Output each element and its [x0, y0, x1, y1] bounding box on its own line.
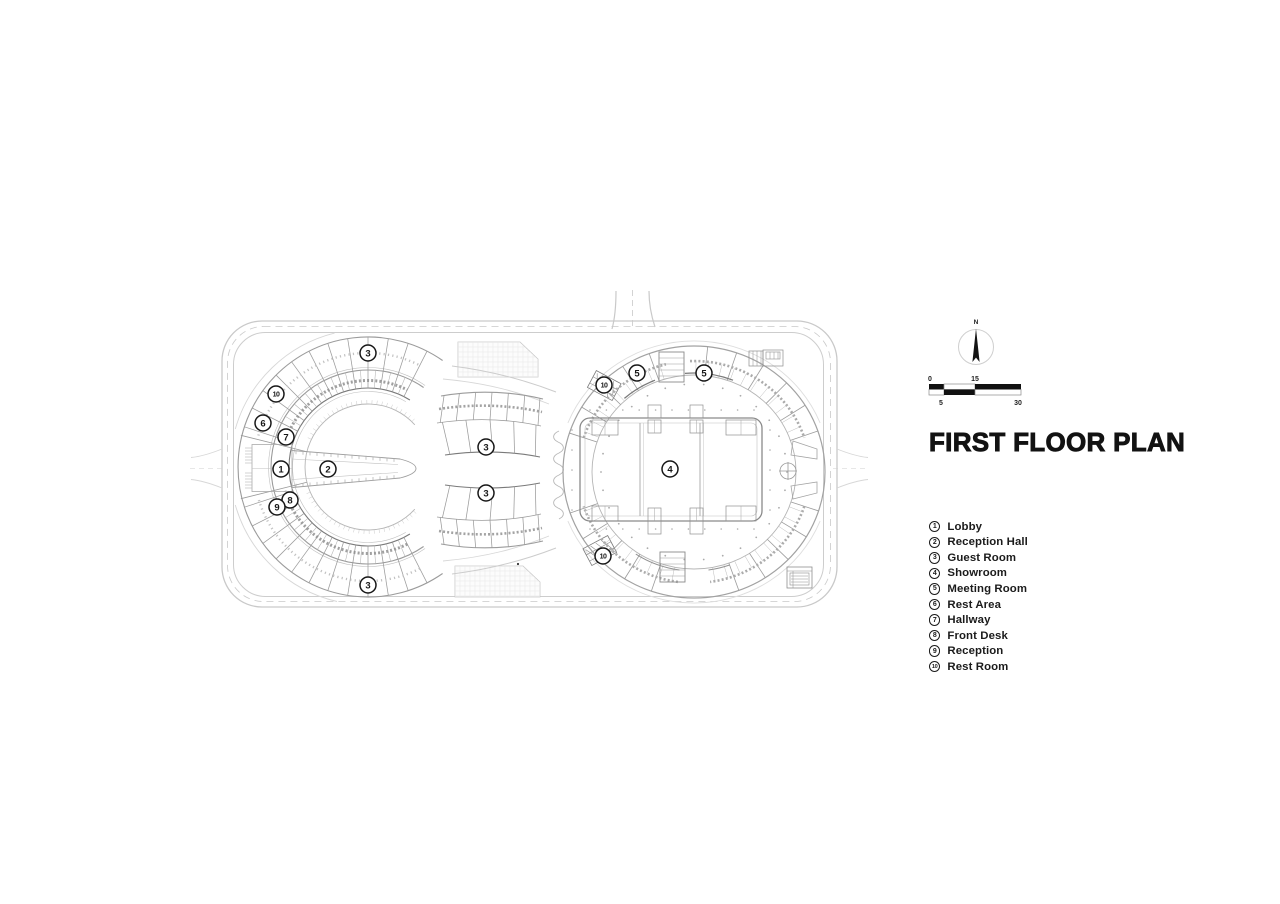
- svg-text:8: 8: [287, 495, 292, 506]
- legend-item-number: 4: [929, 567, 941, 580]
- plan-marker-5: 5: [695, 364, 713, 382]
- scale-segment: [974, 389, 1022, 396]
- north-needle-icon: [972, 328, 980, 362]
- plan-marker-1: 1: [272, 460, 290, 478]
- svg-text:3: 3: [483, 488, 488, 499]
- legend-item: 10 Rest Room: [929, 659, 1028, 675]
- legend-item-label: Reception Hall: [947, 536, 1028, 549]
- legend-item-label: Reception: [947, 645, 1004, 658]
- legend-item-number: 7: [929, 614, 941, 626]
- legend-item-label: Rest Room: [947, 660, 1009, 673]
- legend-item-number: 8: [929, 629, 941, 642]
- plan-marker-7: 7: [277, 428, 295, 446]
- plan-marker-10: 10: [267, 385, 285, 403]
- legend-item: 1 Lobby: [929, 519, 1028, 535]
- legend-item-label: Rest Area: [947, 598, 1002, 611]
- legend-item-number: 1: [929, 521, 941, 533]
- legend-item-label: Guest Room: [947, 551, 1017, 564]
- svg-text:10: 10: [273, 392, 280, 399]
- svg-text:1: 1: [278, 464, 284, 475]
- svg-text:2: 2: [325, 464, 330, 475]
- legend-item-label: Front Desk: [947, 629, 1008, 642]
- scale-tick-5: 5: [939, 400, 943, 407]
- legend-item: 7 Hallway: [929, 612, 1028, 628]
- legend-item-number: 10: [929, 661, 941, 673]
- scale-segment: [943, 383, 976, 390]
- north-label: N: [974, 319, 979, 326]
- plan-marker-6: 6: [254, 414, 272, 432]
- svg-text:10: 10: [601, 383, 608, 390]
- legend-item: 9 Reception: [929, 643, 1028, 659]
- scale-tick-30: 30: [1014, 400, 1022, 407]
- scale-tick-15: 15: [971, 376, 979, 383]
- plan-marker-3: 3: [477, 484, 495, 502]
- plan-marker-2: 2: [319, 460, 337, 478]
- legend-item: 2 Reception Hall: [929, 535, 1028, 551]
- legend-item-label: Lobby: [947, 520, 983, 533]
- svg-text:3: 3: [365, 348, 370, 359]
- north-arrow: N: [958, 319, 994, 365]
- scale-segment: [975, 384, 1021, 390]
- plan-marker-3: 3: [359, 344, 377, 362]
- svg-text:5: 5: [634, 368, 640, 379]
- legend-item-number: 2: [929, 536, 941, 549]
- legend: 1 Lobby 2 Reception Hall 3 Guest Room 4 Showroo…: [929, 519, 1028, 674]
- legend-item-number: 3: [929, 552, 941, 564]
- plan-marker-5: 5: [628, 364, 646, 382]
- plan-marker-3: 3: [359, 576, 377, 594]
- legend-item-label: Showroom: [947, 567, 1008, 580]
- plan-marker-10: 10: [594, 547, 612, 565]
- legend-item-number: 5: [929, 583, 941, 595]
- scale-bar: 0 15 5 30: [928, 376, 1022, 407]
- plan-title: FIRST FLOOR PLAN: [929, 427, 1186, 457]
- svg-text:4: 4: [667, 464, 673, 475]
- svg-text:10: 10: [600, 554, 607, 561]
- scale-tick-0: 0: [928, 376, 932, 383]
- plan-marker-4: 4: [661, 460, 679, 478]
- plan-marker-9: 9: [268, 498, 286, 516]
- legend-item-number: 9: [929, 645, 941, 657]
- scale-segment: [929, 384, 944, 390]
- legend-item: 6 Rest Area: [929, 597, 1028, 613]
- legend-item: 5 Meeting Room: [929, 581, 1028, 597]
- plan-marker-10: 10: [595, 376, 613, 394]
- svg-text:6: 6: [260, 418, 265, 429]
- svg-text:5: 5: [701, 368, 707, 379]
- svg-text:3: 3: [483, 442, 488, 453]
- legend-item-number: 6: [929, 598, 941, 611]
- plan-marker-3: 3: [477, 438, 495, 456]
- svg-text:7: 7: [283, 432, 288, 443]
- legend-item-label: Hallway: [947, 614, 991, 627]
- scale-segment: [944, 389, 975, 395]
- legend-item: 3 Guest Room: [929, 550, 1028, 566]
- legend-item-label: Meeting Room: [947, 582, 1028, 595]
- legend-item: 4 Showroom: [929, 566, 1028, 582]
- scale-segment: [928, 389, 945, 396]
- svg-text:9: 9: [274, 502, 279, 513]
- legend-item: 8 Front Desk: [929, 628, 1028, 644]
- svg-text:3: 3: [365, 580, 370, 591]
